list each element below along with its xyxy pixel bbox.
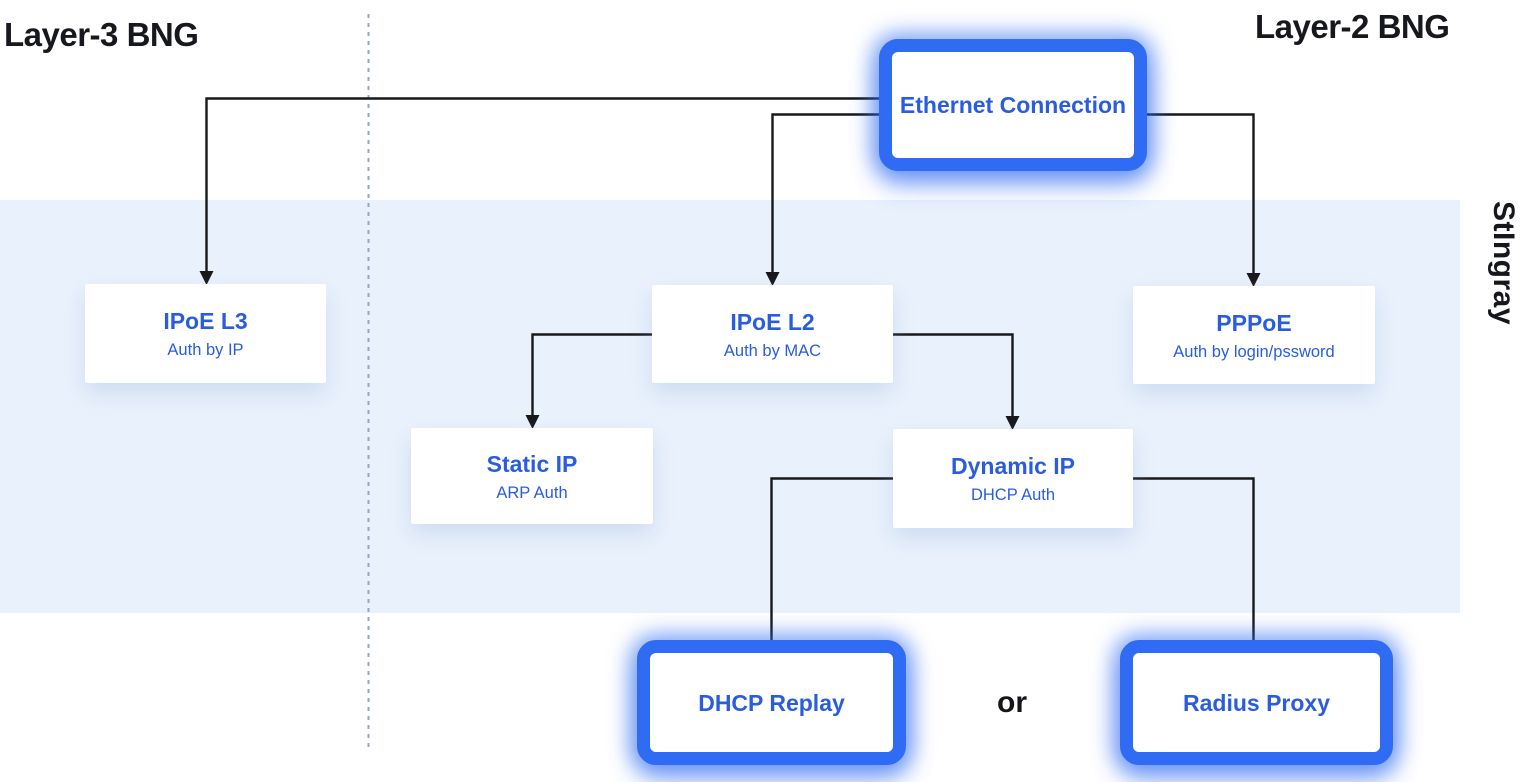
node-title: Dynamic IP bbox=[951, 453, 1075, 479]
layer2-bng-label: Layer-2 BNG bbox=[1255, 8, 1450, 45]
node-subtitle: Auth by IP bbox=[167, 341, 244, 359]
stingray-label: StIngray bbox=[1487, 201, 1520, 326]
or-label: or bbox=[997, 686, 1027, 719]
node-title: DHCP Replay bbox=[698, 689, 845, 716]
node-title: IPoE L2 bbox=[730, 308, 815, 335]
node-title: PPPoE bbox=[1216, 309, 1292, 336]
node-pppoe: PPPoE Auth by login/pssword bbox=[1133, 286, 1375, 384]
node-ipoe-l3: IPoE L3 Auth by IP bbox=[85, 284, 326, 383]
node-dhcp-replay: DHCP Replay bbox=[637, 640, 906, 765]
node-subtitle: ARP Auth bbox=[496, 483, 568, 502]
stingray-band bbox=[0, 200, 1460, 613]
node-ethernet-connection: Ethernet Connection bbox=[879, 39, 1147, 171]
connector-paths bbox=[205, 97, 1255, 641]
node-radius-proxy: Radius Proxy bbox=[1120, 640, 1393, 765]
node-dynamic-ip: Dynamic IP DHCP Auth bbox=[893, 429, 1133, 528]
node-subtitle: DHCP Auth bbox=[970, 486, 1056, 504]
node-static-ip: Static IP ARP Auth bbox=[411, 428, 653, 524]
node-subtitle: Auth by MAC bbox=[723, 341, 822, 360]
node-subtitle: Auth by login/pssword bbox=[1173, 342, 1335, 361]
node-title: Radius Proxy bbox=[1183, 689, 1330, 716]
layer3-bng-label: Layer-3 BNG bbox=[4, 16, 199, 53]
node-title: Static IP bbox=[486, 450, 578, 477]
node-ipoe-l2: IPoE L2 Auth by MAC bbox=[652, 285, 893, 383]
node-title: Ethernet Connection bbox=[899, 92, 1127, 118]
node-title: IPoE L3 bbox=[163, 308, 248, 334]
